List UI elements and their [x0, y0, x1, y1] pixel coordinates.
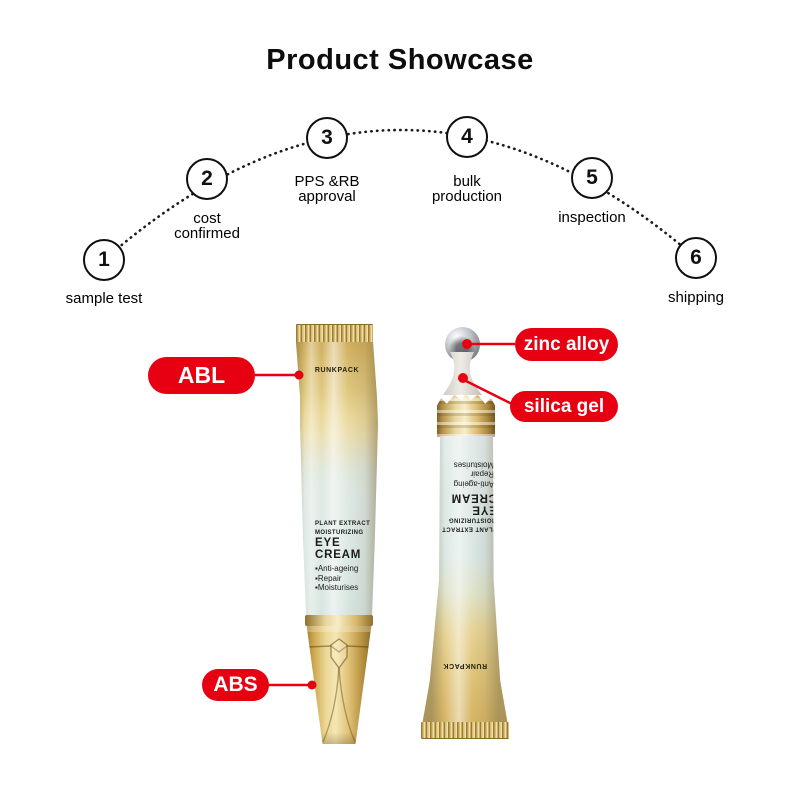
- step-number: 2: [201, 167, 213, 190]
- print-bullet: ▪Anti-ageing: [453, 479, 497, 489]
- callout-abs: ABS: [202, 669, 269, 701]
- step-circle-3: 3: [306, 117, 348, 159]
- step-circle-6: 6: [675, 237, 717, 279]
- gold-crown-collar: [437, 393, 495, 437]
- step-circle-4: 4: [446, 116, 488, 158]
- step-label-cost-confirmed: cost confirmed: [174, 210, 240, 242]
- step-number: 4: [461, 125, 473, 148]
- v-seam-right: [338, 667, 356, 743]
- silica-gel-neck: [443, 352, 482, 395]
- applicator-collar-ring: [305, 615, 373, 626]
- step-circle-1: 1: [83, 239, 125, 281]
- step-number: 3: [321, 126, 333, 149]
- right-tube-body: PLANT EXTRACT MOISTURIZING EYE CREAM ▪An…: [422, 436, 508, 724]
- print-line: MOISTURIZING: [448, 517, 497, 523]
- step-label-bulk-production: bulk production: [431, 173, 503, 205]
- print-bullet: ▪Repair: [315, 573, 342, 583]
- callout-silica-gel: silica gel: [510, 391, 618, 422]
- print-line: PLANT EXTRACT: [315, 521, 371, 527]
- tube-crimped-end-bottom: [421, 722, 509, 739]
- applicator-seam-detail: [307, 638, 371, 743]
- print-bullets: ▪Anti-ageing ▪Repair ▪Moisturises: [315, 564, 375, 593]
- callout-zinc-alloy: zinc alloy: [515, 328, 618, 361]
- step-circle-5: 5: [571, 157, 613, 199]
- step-label-pps-rb-approval: PPS &RB approval: [294, 173, 360, 205]
- step-number: 5: [586, 166, 598, 189]
- print-line: EYE: [315, 537, 341, 549]
- print-bullet: ▪Repair: [470, 470, 497, 479]
- neck-shape: [443, 352, 482, 395]
- step-label-sample-test: sample test: [65, 290, 143, 307]
- print-line: CREAM: [315, 549, 362, 561]
- step-label-inspection: inspection: [558, 209, 626, 226]
- print-bullet: ▪Moisturises: [315, 583, 359, 592]
- brand-logo: RUNKPACK: [314, 367, 360, 374]
- step-number: 1: [98, 248, 110, 271]
- tube-print-text: PLANT EXTRACT MOISTURIZING EYE CREAM ▪An…: [315, 520, 375, 593]
- step-number: 6: [690, 246, 702, 269]
- abs-applicator-tip: [306, 626, 372, 744]
- print-line: MOISTURIZING: [315, 529, 364, 536]
- print-line: PLANT EXTRACT: [441, 525, 497, 532]
- tube-crimped-end-top: [296, 324, 373, 344]
- print-bullet: ▪Anti-ageing: [315, 564, 359, 573]
- tube-print-text-inverted: PLANT EXTRACT MOISTURIZING EYE CREAM ▪An…: [433, 460, 497, 533]
- print-bullets: ▪Anti-ageing ▪Repair ▪Moisturises: [433, 460, 497, 489]
- callout-abl: ABL: [148, 357, 255, 394]
- print-bullet: ▪Moisturises: [453, 460, 497, 470]
- seam-line: [307, 645, 371, 653]
- step-circle-2: 2: [186, 158, 228, 200]
- print-line: EYE: [471, 503, 497, 516]
- brand-logo-inverted: RUNKPACK: [442, 662, 488, 669]
- left-tube-body: RUNKPACK PLANT EXTRACT MOISTURIZING EYE …: [295, 342, 379, 616]
- page-title: Product Showcase: [266, 44, 534, 76]
- hexagon-detail: [330, 638, 348, 670]
- step-label-shipping: shipping: [668, 289, 724, 306]
- v-seam-left: [322, 667, 340, 743]
- print-line: CREAM: [450, 491, 497, 504]
